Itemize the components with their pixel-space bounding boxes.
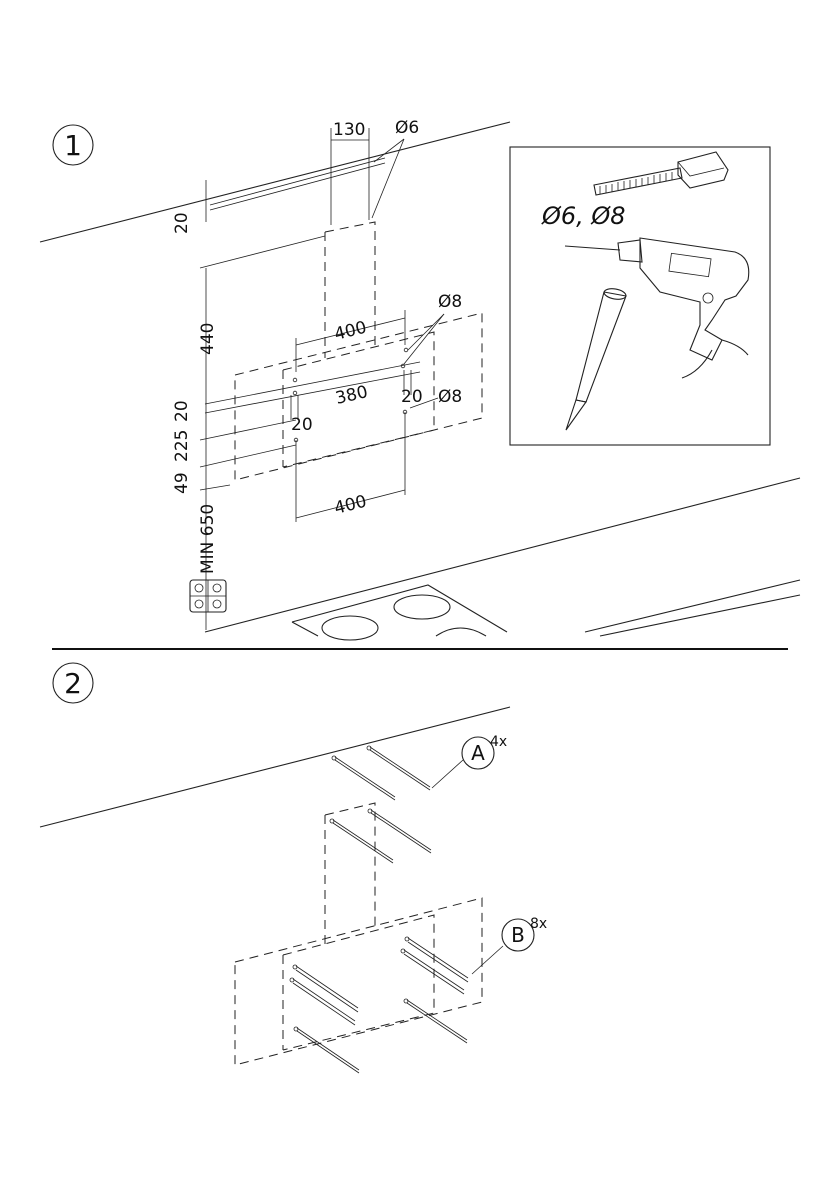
ceiling-line-2 — [39, 706, 511, 828]
dim-20-top-label: 20 — [172, 212, 192, 234]
dimension-130: 130 Ø6 — [209, 118, 419, 225]
dim-380-label: 380 — [334, 382, 370, 409]
dim-side-225-label: 225 — [172, 430, 192, 462]
dim-side-20-label: 20 — [172, 400, 192, 422]
dim-400-lower-label: 400 — [332, 492, 368, 519]
step-1-circle — [52, 124, 94, 166]
chimney-upper-outline — [324, 221, 376, 358]
drill-icon — [564, 237, 750, 379]
callout-a-qty: 4x — [490, 734, 507, 750]
chimney-upper-outline-2 — [324, 802, 376, 945]
dimension-20-top: 20 — [172, 180, 207, 234]
dim-130-label: 130 — [333, 120, 365, 140]
dia-8-upper-label: Ø8 — [438, 292, 462, 312]
tape-measure-icon — [593, 151, 729, 196]
hood-body-outline-2 — [234, 897, 483, 1066]
worktop — [204, 477, 801, 641]
dimension-380: 380 — [204, 361, 421, 414]
callout-b-letter: B — [511, 923, 525, 947]
dimension-20-pair: 20 20 — [290, 370, 423, 435]
callout-a-letter: A — [471, 741, 485, 765]
dim-20-left-label: 20 — [291, 415, 313, 435]
step-2: 2 — [39, 662, 547, 1074]
dim-side-49-label: 49 — [172, 472, 192, 494]
dim-400-upper-label: 400 — [332, 318, 368, 345]
tools-panel: Ø6, Ø8 — [509, 146, 771, 446]
dimension-min-650: MIN 650 — [198, 490, 218, 630]
dim-440-label: 440 — [198, 323, 218, 355]
dim-min-650-label: MIN 650 — [198, 504, 218, 574]
dimension-side-stack: 20 225 49 — [172, 400, 297, 494]
ceiling-line — [39, 121, 511, 243]
step-2-number: 2 — [64, 667, 82, 700]
cooktop-burner — [321, 615, 379, 641]
step-1: 1 130 Ø6 20 440 — [39, 118, 801, 641]
step-2-circle — [52, 662, 94, 704]
cooktop-burner — [393, 594, 451, 620]
dia-6-label: Ø6 — [395, 118, 419, 138]
screws-body — [289, 936, 469, 1074]
dia-8-lower: Ø8 — [293, 387, 462, 443]
dimension-440: 440 — [198, 235, 326, 405]
callout-b: B 8x — [471, 916, 547, 975]
dia-8-lower-label: Ø8 — [438, 387, 462, 407]
cooktop-icon — [189, 579, 227, 613]
hood-body-outline — [234, 312, 483, 481]
drill-sizes-label: Ø6, Ø8 — [541, 202, 626, 230]
dia-8-upper: Ø8 — [292, 292, 462, 396]
step-1-number: 1 — [64, 129, 82, 162]
callout-a: A 4x — [431, 734, 507, 789]
pencil-icon — [565, 288, 627, 431]
screws-ceiling — [329, 745, 432, 864]
callout-b-qty: 8x — [530, 916, 547, 932]
dim-20-right-label: 20 — [401, 387, 423, 407]
